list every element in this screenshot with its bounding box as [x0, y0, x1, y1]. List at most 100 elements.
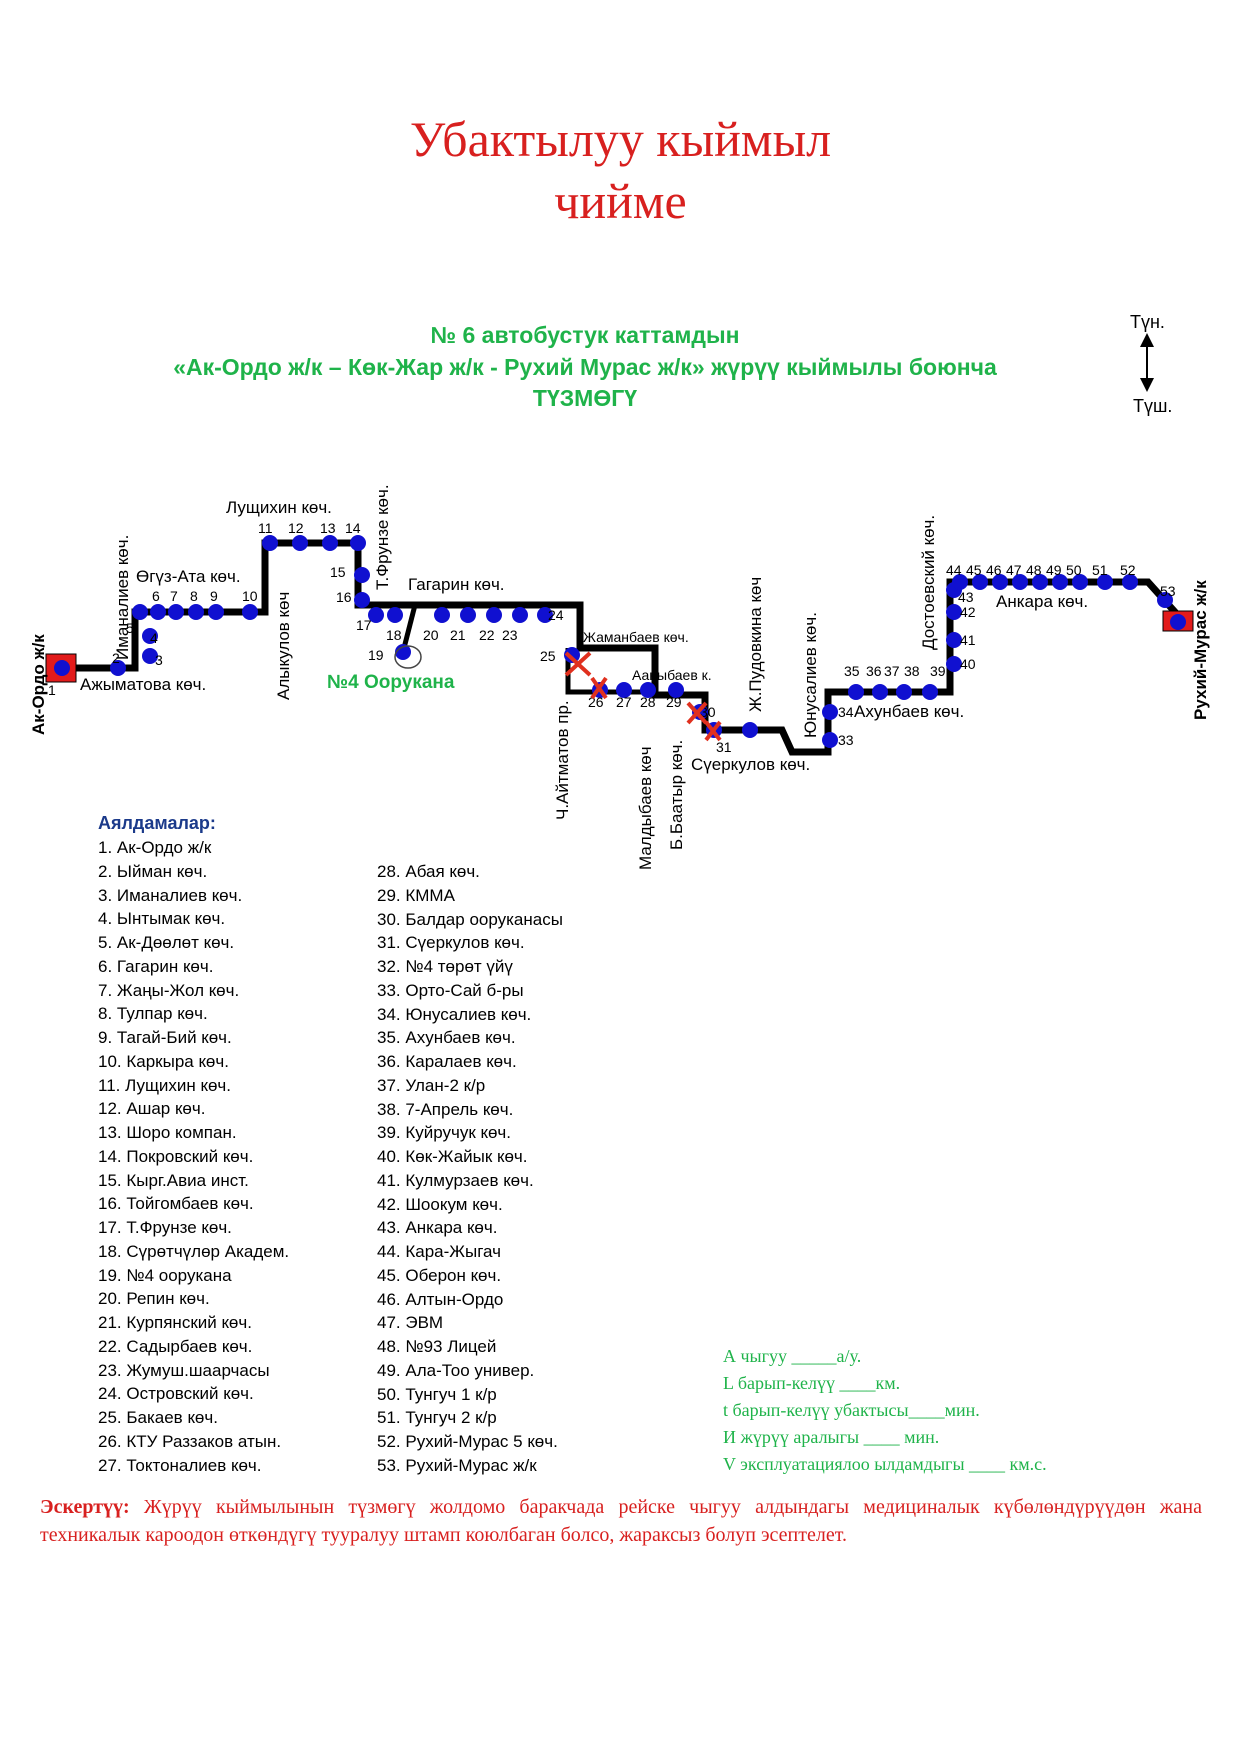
stop-marker	[132, 604, 148, 620]
stop-list-item: 16. Тойгомбаев көч.	[98, 1194, 254, 1214]
stop-list-item: 25. Бакаев көч.	[98, 1408, 218, 1427]
stop-number-label: 52	[1120, 562, 1136, 578]
stop-marker	[848, 684, 864, 700]
stop-marker	[742, 722, 758, 738]
stop-marker	[387, 607, 403, 623]
stop-marker	[354, 567, 370, 583]
note-text: Жүрүү кыймылынын түзмөгү жолдомо баракча…	[40, 1496, 1202, 1546]
stop-list-item: 31. Сүеркулов көч.	[377, 933, 525, 953]
street-aitmatov: Ч.Айтматов пр.	[553, 700, 572, 820]
stop-list-item: 15. Кырг.Авиа инст.	[98, 1170, 249, 1190]
street-akhunbaev: Ахунбаев көч.	[854, 702, 964, 721]
stop-number-label: 24	[548, 607, 564, 623]
stop-marker	[1097, 574, 1113, 590]
stop-number-label: 50	[1066, 562, 1082, 578]
stop-list-item: t барып-келүү убактысы____мин.	[723, 1400, 980, 1420]
stop-marker	[142, 648, 158, 664]
stop-list-item: 44. Кара-Жыгач	[377, 1242, 501, 1261]
stop-list-item: 19. №4 оорукана	[98, 1265, 232, 1285]
stop-number-label: 43	[958, 589, 974, 605]
hospital-label: №4 Оорукана	[327, 672, 455, 693]
stop-number-label: 47	[1006, 562, 1022, 578]
stop-marker	[640, 682, 656, 698]
stop-list-item: 2. Ыйман көч.	[98, 861, 208, 881]
stop-number-label: 2	[112, 650, 120, 666]
stop-marker	[992, 574, 1008, 590]
stop-number-label: 44	[946, 562, 962, 578]
stop-number-label: 53	[1160, 583, 1176, 599]
stop-marker	[1032, 574, 1048, 590]
route-params-list: А чыгуу _____а/у.L барып-келүү ____км.t …	[723, 1343, 1047, 1478]
stop-marker	[322, 535, 338, 551]
stop-marker	[822, 732, 838, 748]
street-maldybaev: Малдыбаев көч	[636, 746, 655, 870]
stop-list-item: 24. Островский көч.	[98, 1384, 254, 1404]
stop-marker	[150, 604, 166, 620]
stop-list-item: И жүрүү аралыгы ____ мин.	[723, 1427, 940, 1447]
street-ajymatova: Ажыматова көч.	[80, 675, 206, 694]
stop-number-label: 5	[126, 620, 134, 636]
stop-number-label: 10	[242, 588, 258, 604]
page-title-line1: Убактылуу кыймыл	[409, 111, 832, 167]
stop-list-item: 37. Улан-2 к/р	[377, 1075, 486, 1095]
stop-marker	[1157, 592, 1173, 608]
stop-number-label: 33	[838, 732, 854, 748]
stop-number-label: 11	[258, 520, 273, 536]
stop-list-item: 35. Ахунбаев көч.	[377, 1028, 516, 1048]
stop-list-item: 26. КТУ Раззаков атын.	[98, 1431, 282, 1451]
stop-number-label: 40	[960, 656, 976, 672]
stop-marker	[564, 647, 580, 663]
stop-list-item: 46. Алтын-Ордо	[377, 1289, 504, 1309]
stop-list-item: 40. Көк-Жайык көч.	[377, 1147, 528, 1166]
stop-number-label: 28	[640, 694, 656, 710]
stop-number-label: 46	[986, 562, 1002, 578]
stop-number-label: 23	[502, 627, 518, 643]
street-lushchikhin: Лущихин көч.	[226, 498, 332, 517]
page-title-line2: чийме	[554, 173, 687, 229]
stop-marker	[922, 684, 938, 700]
stop-number-label: 3	[155, 652, 163, 668]
scheme-title-line2: «Ак-Ордо ж/к – Көк-Жар ж/к - Рухий Мурас…	[173, 354, 997, 380]
stop-number-label: 14	[345, 520, 361, 536]
stop-list-item: 10. Каркыра көч.	[98, 1051, 229, 1071]
stop-list-item: 34. Юнусалиев көч.	[377, 1004, 532, 1024]
stop-marker	[946, 656, 962, 672]
stop-number-label: 26	[588, 694, 604, 710]
stop-marker	[368, 607, 384, 623]
street-aalybaev: Ааныбаев к.	[632, 667, 712, 683]
stop-list-item: 41. Кулмурзаев көч.	[377, 1170, 534, 1190]
stop-marker	[512, 607, 528, 623]
street-gagarin: Гагарин көч.	[408, 575, 505, 594]
stop-marker	[872, 684, 888, 700]
stop-list-item: 50. Тунгуч 1 к/р	[377, 1384, 497, 1404]
stop-number-label: 31	[716, 739, 732, 755]
stop-marker	[54, 660, 70, 676]
compass-north-label: Түн.	[1130, 312, 1165, 332]
stop-list-item: 21. Курпянский көч.	[98, 1313, 252, 1332]
stop-marker	[1170, 614, 1186, 630]
stop-list-item: 47. ЭВМ	[377, 1313, 444, 1333]
stop-marker	[946, 632, 962, 648]
stop-list-item: 49. Ала-Тоо универ.	[377, 1360, 535, 1380]
stop-marker	[350, 535, 366, 551]
stop-list-item: 48. №93 Лицей	[377, 1337, 497, 1356]
stop-number-label: 49	[1046, 562, 1062, 578]
stop-list-item: 4. Ынтымак көч.	[98, 909, 226, 929]
stop-list-item: 17. Т.Фрунзе көч.	[98, 1218, 232, 1237]
stop-marker	[395, 644, 411, 660]
stop-list-item: 18. Сүрөтчүлөр Академ.	[98, 1241, 290, 1261]
stop-number-label: 4	[150, 630, 158, 646]
stop-marker	[486, 607, 502, 623]
street-pudovkina: Ж.Пудовкина көч	[746, 577, 765, 712]
stop-marker	[208, 604, 224, 620]
scheme-title-line3: ТҮЗМӨГҮ	[532, 385, 638, 411]
terminal-start-label: Ак-Ордо ж/к	[29, 634, 48, 735]
stop-marker	[1122, 574, 1138, 590]
stop-list-item: 9. Тагай-Бий көч.	[98, 1028, 232, 1047]
terminal-end-label: Рухий-Мурас ж/к	[1191, 580, 1210, 720]
stop-list-item: 36. Каралаев көч.	[377, 1052, 517, 1071]
stop-marker	[1072, 574, 1088, 590]
